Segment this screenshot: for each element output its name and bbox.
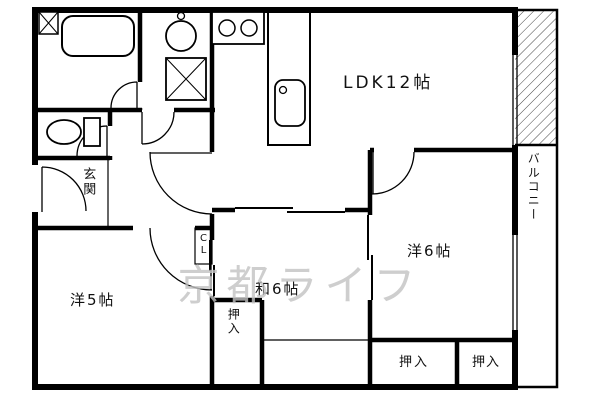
ldk-door-arc bbox=[149, 151, 213, 215]
western6-door-arc bbox=[371, 151, 415, 195]
washing-machine-icon bbox=[165, 57, 207, 101]
oshiire-middle-label: 押入 bbox=[399, 355, 430, 370]
balcony-hatch-area bbox=[515, 10, 557, 145]
washroom-door-arc bbox=[141, 111, 175, 145]
western5-door-arc bbox=[149, 227, 213, 291]
genkan-label: 玄関 bbox=[80, 167, 96, 197]
western6-room-label: 洋6帖 bbox=[407, 242, 453, 260]
japanese6-room-label: 和6帖 bbox=[255, 280, 301, 298]
bathtub-icon bbox=[61, 15, 135, 57]
toilet-icon bbox=[46, 117, 101, 147]
western5-room-label: 洋5帖 bbox=[70, 291, 116, 309]
interior-walls bbox=[35, 10, 515, 387]
oshiire-left-label: 押入 bbox=[226, 308, 241, 336]
balcony-window-lines bbox=[512, 55, 518, 330]
washbasin-icon bbox=[165, 11, 197, 52]
floor-lines bbox=[107, 160, 370, 341]
cl-closet-box bbox=[194, 227, 213, 265]
kitchen-sink-icon bbox=[267, 11, 311, 146]
bathroom-door-arc bbox=[110, 81, 138, 109]
watermark-text: 京都ライフ bbox=[177, 261, 423, 310]
entrance-door-arc bbox=[41, 166, 87, 212]
washer-pan-icon bbox=[38, 11, 59, 35]
ldk-room-label: LDK12帖 bbox=[343, 73, 434, 93]
oshiire-right-label: 押入 bbox=[472, 355, 501, 370]
outer-walls bbox=[32, 7, 518, 390]
sliding-door-lines bbox=[209, 207, 373, 300]
cl-closet-label: CL bbox=[198, 233, 209, 257]
stove-icon bbox=[211, 11, 265, 45]
balcony-outline bbox=[515, 8, 559, 389]
balcony-label: バルコニー bbox=[526, 152, 541, 222]
